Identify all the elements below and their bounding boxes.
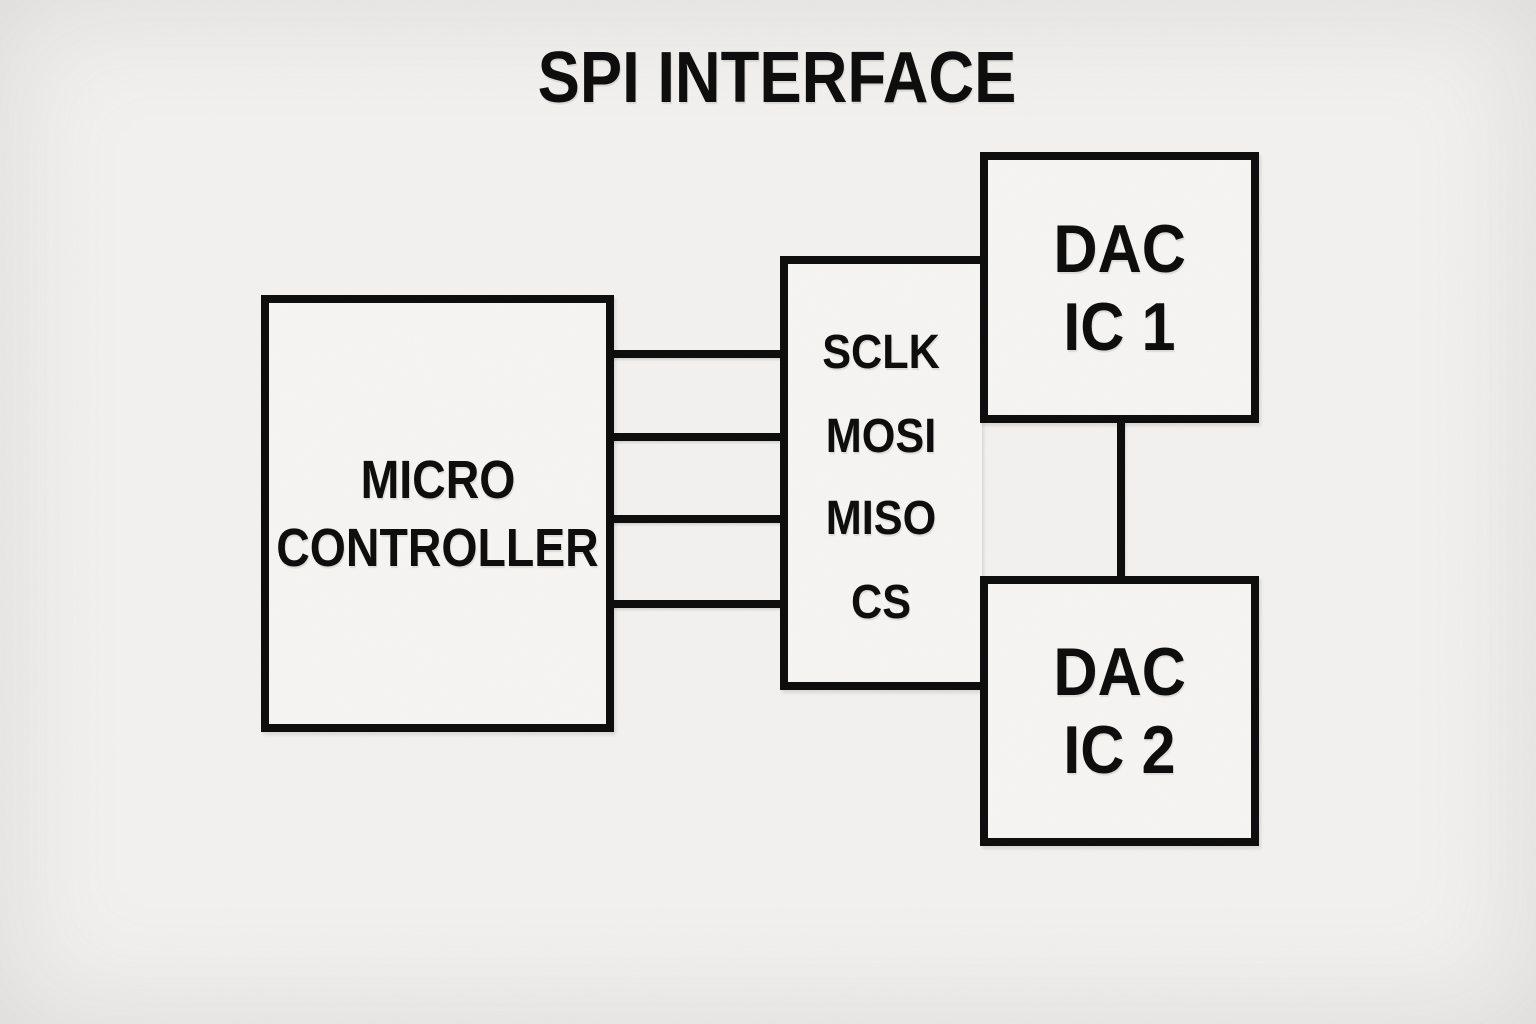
dac-ic1-box: DAC IC 1 xyxy=(980,152,1259,423)
wire-cs xyxy=(610,600,784,608)
microcontroller-label-line2: CONTROLLER xyxy=(276,517,599,578)
wire-miso xyxy=(610,515,784,523)
signal-label-miso: MISO xyxy=(825,491,937,545)
dac-ic1-label-line2: IC 1 xyxy=(1063,288,1176,365)
dac-ic2-label-line2: IC 2 xyxy=(1063,712,1176,788)
signal-label-cs: CS xyxy=(850,575,912,629)
wire-mosi xyxy=(610,433,784,441)
signal-label-sclk: SCLK xyxy=(822,325,940,379)
microcontroller-label-line1: MICRO xyxy=(360,449,515,510)
dac-ic2-box: DAC IC 2 xyxy=(980,576,1259,846)
wire-sclk xyxy=(610,350,784,358)
microcontroller-box: MICRO CONTROLLER xyxy=(261,295,614,732)
dac1-dac2-connector-line xyxy=(1117,420,1125,580)
page-title: SPI INTERFACE xyxy=(537,38,1017,118)
dac-ic2-label-line1: DAC xyxy=(1053,634,1186,710)
dac-ic1-label-line1: DAC xyxy=(1053,210,1186,287)
signal-label-mosi: MOSI xyxy=(825,409,937,463)
